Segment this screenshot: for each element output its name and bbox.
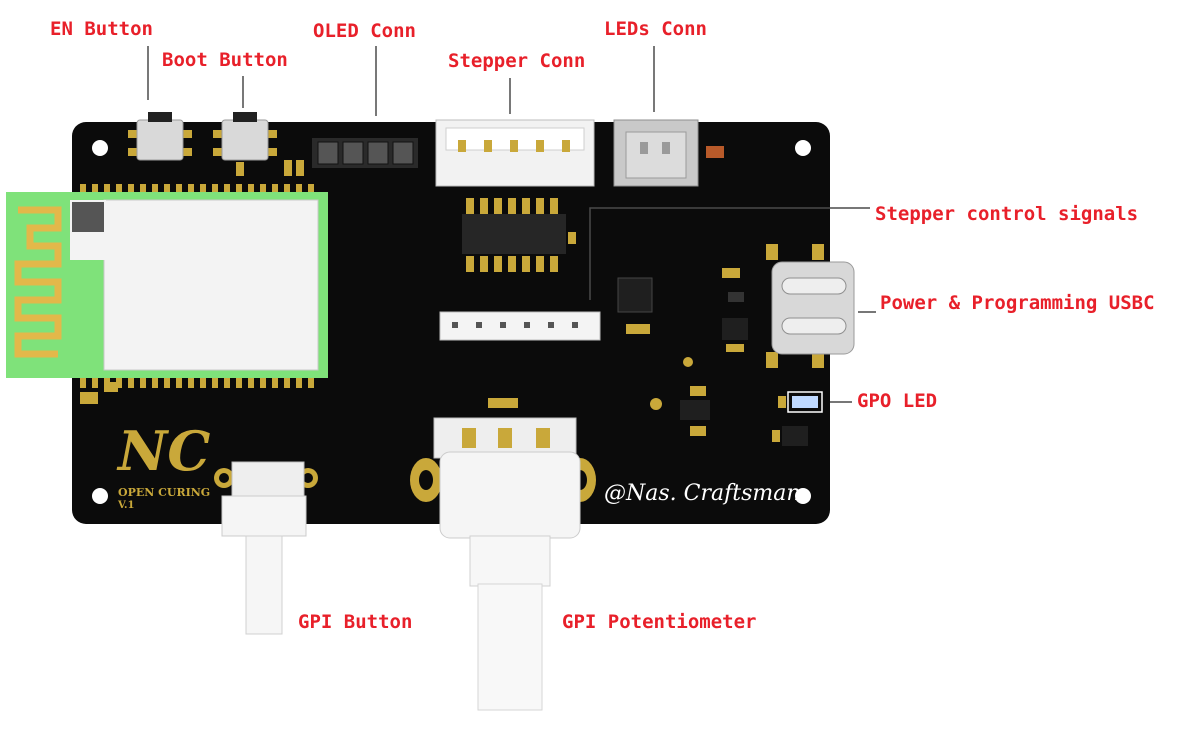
pad	[248, 378, 254, 388]
pad	[200, 378, 206, 388]
pad	[480, 198, 488, 214]
pad	[212, 378, 218, 388]
pad	[176, 378, 182, 388]
signals-header-part	[440, 312, 600, 340]
pad	[260, 378, 266, 388]
pad	[466, 198, 474, 214]
pad	[236, 378, 242, 388]
pad	[508, 198, 516, 214]
label-stepper-conn: Stepper Conn	[448, 52, 585, 71]
pad	[480, 256, 488, 272]
signature-text: @Nas. Craftsman	[604, 481, 801, 506]
pad	[128, 378, 134, 388]
pad	[284, 378, 290, 388]
label-en-button: EN Button	[50, 20, 153, 39]
label-power-usbc: Power & Programming USBC	[880, 294, 1155, 313]
boot-button-part	[213, 112, 277, 160]
pad	[296, 378, 302, 388]
label-oled-conn: OLED Conn	[313, 22, 416, 41]
usbc-connector-part	[766, 244, 854, 368]
pad	[188, 378, 194, 388]
pad	[152, 378, 158, 388]
label-leds-conn: LEDs Conn	[604, 20, 707, 39]
pad	[272, 378, 278, 388]
pad	[466, 256, 474, 272]
pad	[522, 256, 530, 272]
pad	[92, 378, 98, 388]
oled-header-part	[312, 138, 418, 168]
pad	[522, 198, 530, 214]
pad	[536, 198, 544, 214]
pad	[550, 198, 558, 214]
en-button-part	[128, 112, 192, 160]
logo-text-1: OPEN CURING	[118, 486, 210, 499]
pad	[164, 378, 170, 388]
pad	[494, 198, 502, 214]
pad	[224, 378, 230, 388]
pad	[508, 256, 516, 272]
pad	[140, 378, 146, 388]
label-gpi-potentiometer: GPI Potentiometer	[562, 613, 756, 632]
logo-text-2: V.1	[117, 500, 134, 511]
label-stepper-signals: Stepper control signals	[875, 205, 1138, 224]
pad	[80, 378, 86, 388]
logo-mark: NC	[116, 419, 210, 483]
pad	[308, 378, 314, 388]
pad	[536, 256, 544, 272]
label-gpi-button: GPI Button	[298, 613, 412, 632]
pad	[494, 256, 502, 272]
stepper-connector-part	[436, 120, 594, 186]
wifi-module-part	[6, 192, 328, 378]
label-boot-button: Boot Button	[162, 51, 288, 70]
pad	[550, 256, 558, 272]
label-gpo-led: GPO LED	[857, 392, 937, 411]
